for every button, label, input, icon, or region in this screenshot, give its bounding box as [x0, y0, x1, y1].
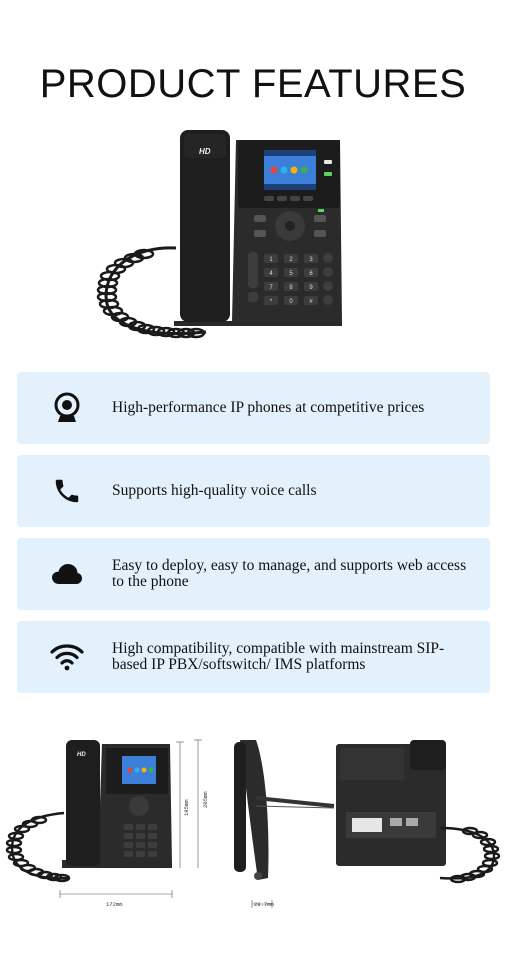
cloud-icon: [49, 556, 85, 592]
svg-text:9: 9: [309, 285, 313, 291]
svg-text:*: *: [270, 299, 273, 305]
feature-card: High-performance IP phones at competitiv…: [17, 372, 490, 444]
back-view: [336, 740, 501, 884]
wifi-icon: [49, 639, 85, 675]
svg-text:3: 3: [309, 257, 313, 263]
feature-card: Easy to deploy, easy to manage, and supp…: [17, 538, 490, 610]
feature-text: Supports high-quality voice calls: [112, 482, 317, 499]
depth-label: 28.7mm: [254, 901, 275, 908]
phone-icon: [49, 473, 85, 509]
svg-text:6: 6: [309, 271, 313, 277]
handset-logo: HD: [199, 147, 211, 156]
svg-text:0: 0: [289, 299, 293, 305]
feature-text: High compatibility, compatible with main…: [112, 640, 445, 673]
svg-text:#: #: [309, 299, 313, 305]
handset: [180, 130, 230, 322]
keypad: [264, 254, 318, 305]
page-title: PRODUCT FEATURES: [39, 62, 467, 106]
total-height-label: 205mm: [202, 791, 209, 808]
svg-text:5: 5: [289, 271, 293, 277]
ip-phone-image: HD 1 2 3 4 5 6 7 8 9 * 0 #: [96, 130, 342, 339]
svg-text:2: 2: [289, 257, 293, 263]
phone-base: [174, 321, 342, 326]
side-view: 28.7mm: [234, 740, 335, 908]
width-label: 172mm: [106, 901, 123, 908]
svg-text:7: 7: [269, 285, 273, 291]
feature-card: Supports high-quality voice calls: [17, 455, 490, 527]
svg-text:HD: HD: [77, 752, 86, 758]
svg-text:8: 8: [289, 285, 293, 291]
dimension-diagram: HD 172mm 195mm 205mm 28.7mm: [5, 739, 501, 908]
webcam-icon: [49, 390, 85, 426]
svg-text:4: 4: [269, 271, 273, 277]
body-height-label: 195mm: [183, 799, 190, 816]
feature-text: Easy to deploy, easy to manage, and supp…: [112, 557, 467, 590]
front-view: HD 172mm 195mm 205mm: [5, 739, 209, 908]
coiled-cord: [96, 246, 207, 339]
feature-card: High compatibility, compatible with main…: [17, 621, 490, 693]
svg-text:1: 1: [269, 257, 273, 263]
feature-text: High-performance IP phones at competitiv…: [112, 399, 425, 416]
